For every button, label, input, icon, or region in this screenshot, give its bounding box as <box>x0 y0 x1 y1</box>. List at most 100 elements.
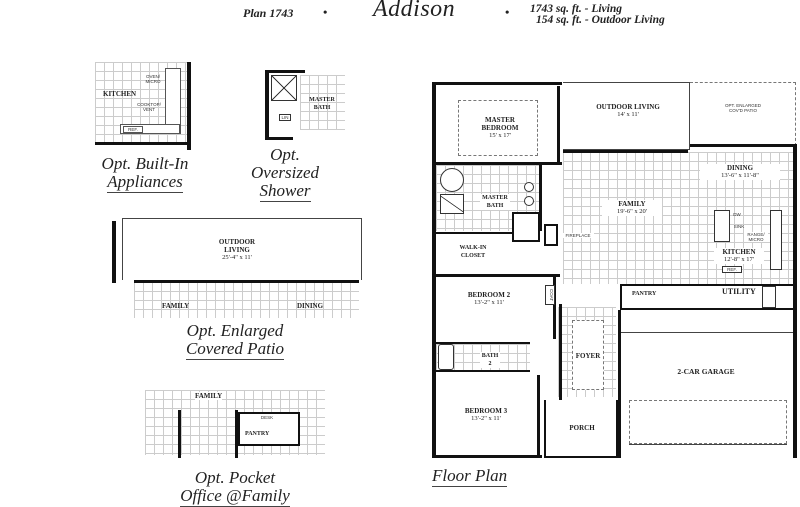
opt-oversized-shower: LIN MASTER BATH <box>265 70 345 145</box>
room-dining: DINING 13'-6" x 11'-8" <box>700 164 780 180</box>
tub <box>440 168 464 192</box>
pantry-label: PANTRY <box>632 291 657 297</box>
wall <box>432 274 560 277</box>
room-label: BEDROOM 3 13'-2" x 11' <box>446 407 526 423</box>
sink-label: SINK <box>733 224 745 229</box>
room-porch: PORCH <box>544 400 618 458</box>
family-label: FAMILY <box>162 302 190 310</box>
opt-pocket-office: FAMILY DESK PANTRY <box>145 390 325 460</box>
wall <box>95 142 191 145</box>
linen-label: LIN <box>279 114 291 121</box>
caption-line: Opt. <box>270 145 300 164</box>
caption-pocket-office: Opt. Pocket Office @Family <box>150 469 320 507</box>
foyer-label: FOYER <box>575 352 601 360</box>
fireplace <box>544 224 558 246</box>
room-name: BEDROOM 2 <box>467 291 511 299</box>
bath-grid <box>300 75 345 130</box>
caption-oversized-shower: Opt. Oversized Shower <box>230 146 340 202</box>
caption-line: Opt. Built-In <box>101 154 189 173</box>
outdoor-sqft: 154 sq. ft. - Outdoor Living <box>536 14 665 26</box>
room-bedroom-3: BEDROOM 3 13'-2" x 11' <box>436 375 540 455</box>
room-name: OUTDOOR LIVING <box>218 238 256 254</box>
wall <box>563 150 688 153</box>
desk-label: DESK <box>260 415 274 420</box>
counter <box>120 124 180 134</box>
room-outdoor-living: OUTDOOR LIVING 14' x 11' <box>563 82 690 150</box>
living-sqft: 1743 sq. ft. - Living <box>530 3 622 15</box>
toilet-closet <box>512 212 540 242</box>
washer-dryer <box>762 286 776 308</box>
dining-label: DINING <box>297 302 324 310</box>
outdoor-living-label: OUTDOOR LIVING 25'-4" x 11' <box>207 238 267 262</box>
floor-plan: MASTER BEDROOM 15' x 17' OUTDOOR LIVING … <box>432 82 798 460</box>
plan-number: Plan 1743 <box>243 6 294 20</box>
exterior-wall-bottom <box>432 455 542 458</box>
opt-built-in-appliances: KITCHEN OVEN/ MICRO COOKTOP/ VENT REF. <box>95 62 195 152</box>
room-dimensions: 13'-6" x 11'-8" <box>721 172 759 179</box>
floor-plan-caption: Floor Plan <box>432 466 508 487</box>
room-dimensions: 25'-4" x 11' <box>222 254 252 261</box>
room-opt-patio: OPT. ENLARGED COV'D PATIO <box>690 82 796 146</box>
room-label: OUTDOOR LIVING 14' x 11' <box>593 103 663 119</box>
caption-line: Appliances <box>107 172 183 193</box>
wall <box>690 144 796 147</box>
coat-closet: COAT <box>545 285 555 305</box>
room-name: OPT. ENLARGED COV'D PATIO <box>724 103 761 113</box>
caption-built-in-appliances: Opt. Built-In Appliances <box>70 155 220 193</box>
wall <box>265 70 305 73</box>
room-dimensions: 13'-2" x 11' <box>471 415 501 422</box>
room-dimensions: 12'-8" x 17' <box>724 256 754 263</box>
room-name: WALK-IN CLOSET <box>459 245 487 259</box>
wall <box>432 162 562 165</box>
room-family: FAMILY 19'-6" x 20' <box>602 200 662 216</box>
pantry-utility-block <box>620 284 793 310</box>
wall <box>265 137 293 140</box>
room-name: 2-CAR GARAGE <box>677 367 735 376</box>
garage-floor-edge <box>629 444 787 445</box>
dw-label: DW <box>733 212 741 217</box>
wall <box>178 410 181 458</box>
ref-label: REF. <box>722 266 742 273</box>
family-dining-grid <box>134 282 359 318</box>
utility-label: UTILITY <box>722 287 756 296</box>
room-garage: 2-CAR GARAGE <box>618 310 793 458</box>
master-bath-label: MASTER BATH <box>480 194 510 210</box>
caption-line: Office @Family <box>180 486 290 507</box>
room-dimensions: 13'-2" x 11' <box>474 299 504 306</box>
wall <box>112 221 116 283</box>
room-label: BEDROOM 2 13'-2" x 11' <box>454 291 524 307</box>
exterior-wall-right <box>793 144 797 458</box>
caption-enlarged-patio: Opt. Enlarged Covered Patio <box>150 322 320 360</box>
room-name: DINING <box>726 164 754 172</box>
room-kitchen: KITCHEN 12'-8" x 17' <box>714 248 764 264</box>
room-dimensions: 14' x 11' <box>617 111 639 118</box>
outdoor-living-area <box>122 218 362 280</box>
caption-line: Oversized <box>251 163 319 182</box>
room-bedroom-2: BEDROOM 2 13'-2" x 11' <box>436 277 556 339</box>
caption-line: Opt. Pocket <box>194 468 276 487</box>
shower <box>271 75 297 101</box>
room-name: MASTER BEDROOM <box>481 116 519 132</box>
pantry-label: PANTRY <box>245 431 270 437</box>
wall <box>134 280 359 283</box>
room-walk-in-closet: WALK-IN CLOSET <box>436 232 512 274</box>
cooktop-label: COOKTOP/ VENT <box>137 102 161 112</box>
shower <box>440 194 464 214</box>
header-bullet: • <box>323 5 328 19</box>
ref-label: REF. <box>123 126 143 133</box>
bathtub <box>438 344 454 370</box>
exterior-wall-left <box>432 82 436 458</box>
caption-line: Covered Patio <box>185 339 285 360</box>
room-dimensions: 15' x 17' <box>489 132 511 139</box>
bath-2-label: BATH 2 <box>480 352 500 368</box>
foyer-rug <box>572 320 604 390</box>
garage-door <box>629 400 787 444</box>
room-name: KITCHEN <box>722 248 756 256</box>
room-master-bedroom: MASTER BEDROOM 15' x 17' <box>440 86 560 162</box>
wall <box>559 304 562 400</box>
caption-line: Shower <box>259 181 311 202</box>
wall <box>235 410 238 458</box>
fireplace-label: FIREPLACE <box>562 233 594 238</box>
tray-ceiling <box>458 100 538 156</box>
room-label: MASTER BEDROOM 15' x 17' <box>470 116 530 140</box>
